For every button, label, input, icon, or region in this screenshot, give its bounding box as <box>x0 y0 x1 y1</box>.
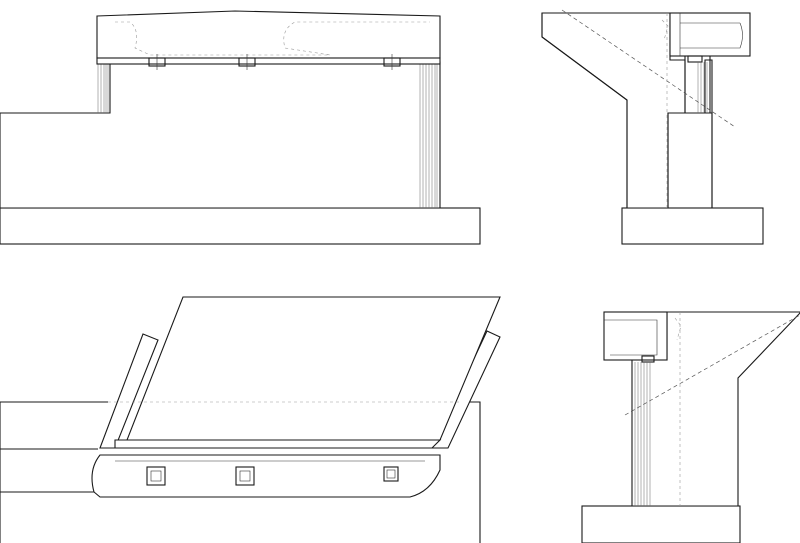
side-section-mirrored-view <box>581 311 800 543</box>
wall-hatch-side <box>697 62 708 113</box>
wall-hatch-right <box>419 64 438 208</box>
pile-2 <box>235 466 255 486</box>
side-section-view <box>541 9 764 245</box>
bearing-1 <box>148 54 166 70</box>
front-elevation-view <box>0 10 481 245</box>
wall-hatch-mirrored <box>634 362 651 506</box>
footing-side <box>621 207 764 245</box>
cap-beam-plan <box>114 439 442 449</box>
pile-3 <box>383 466 399 482</box>
wall-hatch-left <box>97 64 109 113</box>
deck-slab-front <box>96 10 441 59</box>
girder-inner-lines-mirrored <box>604 319 658 356</box>
skew-line-mirrored <box>624 314 800 416</box>
bearing-mirrored <box>641 355 655 363</box>
bearing-2 <box>238 54 256 70</box>
hidden-girder-outline <box>115 21 430 56</box>
footing-side-mirrored <box>581 505 741 543</box>
cap-beam-front <box>96 57 441 65</box>
abutment-footprint-plan <box>91 454 441 498</box>
skew-plan-view <box>0 296 501 543</box>
pile-1 <box>146 466 166 486</box>
bearing-3 <box>383 54 401 70</box>
girder-side <box>669 12 751 57</box>
girder-inner-lines <box>679 13 743 56</box>
abutment-body-front <box>0 61 441 209</box>
footing-front <box>0 207 481 245</box>
girder-mirrored <box>603 311 668 361</box>
deck-slab-plan <box>126 296 501 441</box>
bearing-side <box>687 55 703 63</box>
